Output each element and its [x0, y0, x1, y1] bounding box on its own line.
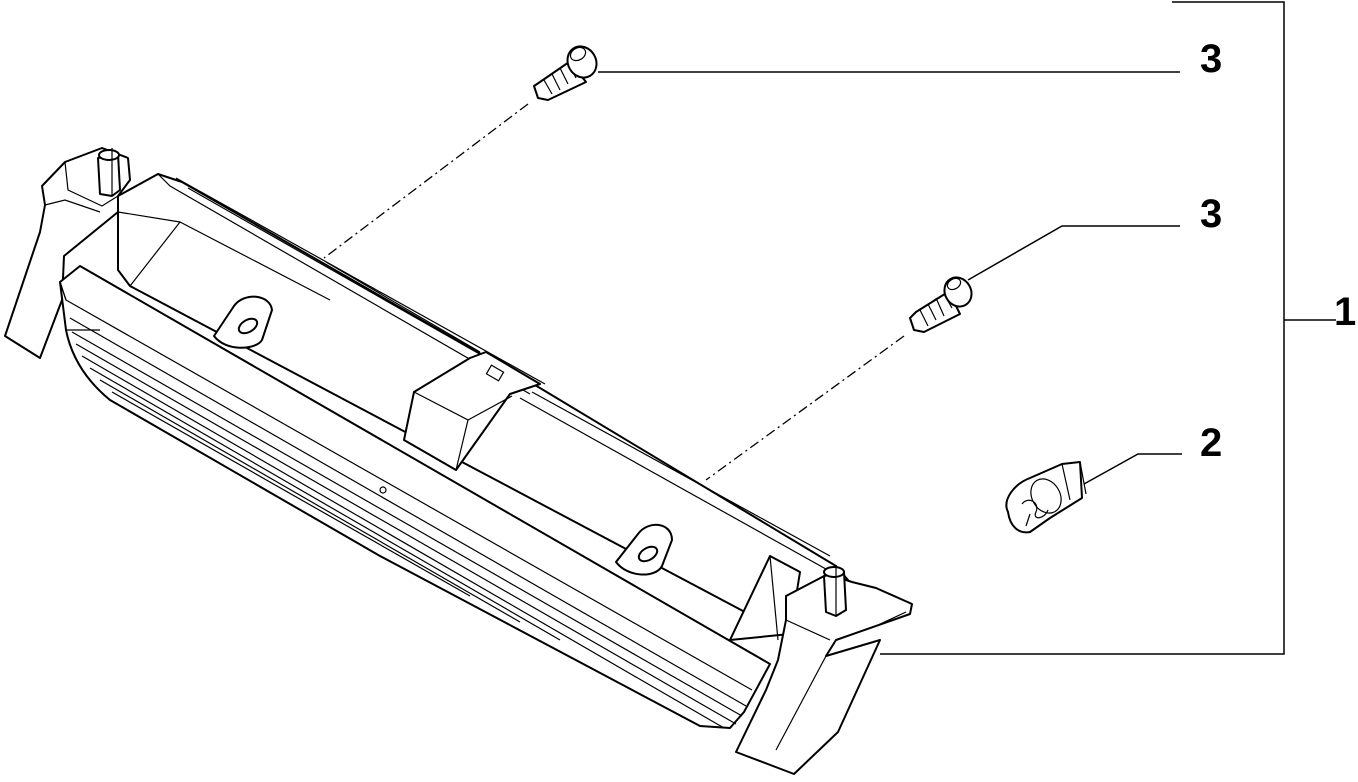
assembly-line-lower — [705, 335, 905, 481]
callout-screw-upper: 3 — [1200, 37, 1222, 81]
front-lens — [59, 265, 771, 729]
right-mount-hole — [615, 524, 673, 576]
bulb — [1005, 461, 1087, 534]
callout-screw-lower: 3 — [1200, 192, 1222, 236]
center-block — [403, 351, 541, 471]
leader-screw-lower — [967, 225, 1180, 281]
left-bracket — [4, 147, 131, 359]
callout-assembly: 1 — [1334, 290, 1356, 334]
left-mount-hole — [213, 295, 273, 349]
screw-upper — [533, 45, 598, 101]
assembly-line-upper — [323, 103, 529, 259]
leader-bulb — [1083, 453, 1182, 485]
screw-lower — [909, 276, 973, 333]
right-bracket — [735, 573, 913, 775]
lamp-housing — [4, 147, 913, 775]
callout-bulb: 2 — [1200, 421, 1222, 465]
assembly-bracket — [880, 1, 1285, 655]
right-peg — [823, 571, 847, 617]
